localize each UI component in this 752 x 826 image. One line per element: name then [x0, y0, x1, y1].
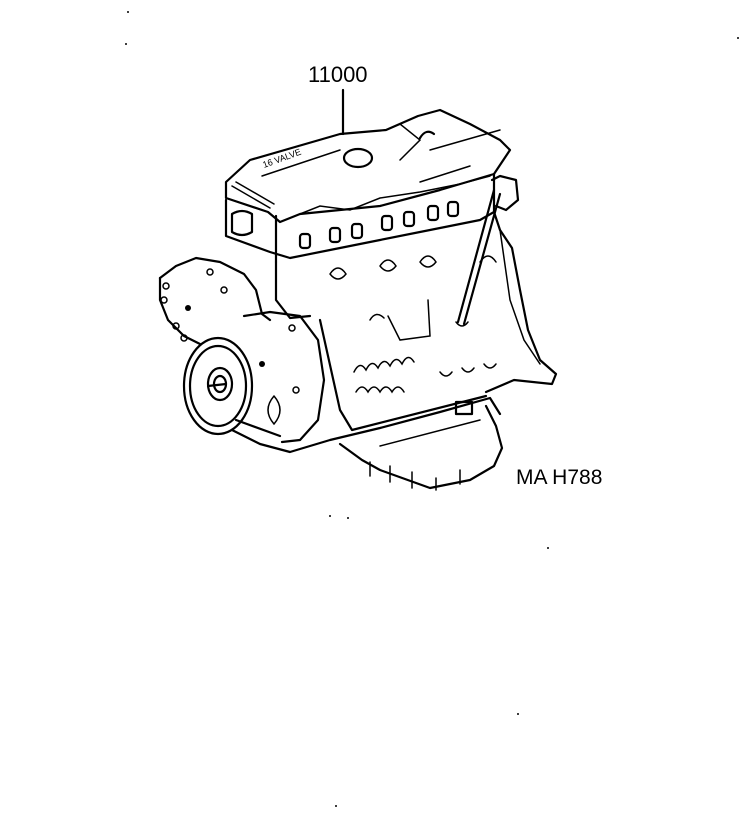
illustration-reference-code: MA H788 [516, 466, 603, 489]
part-number-callout: 11000 [308, 62, 368, 87]
engine-block [274, 210, 558, 432]
timing-cover [158, 256, 326, 444]
scan-specks [125, 11, 739, 807]
dipstick [455, 174, 520, 327]
oil-pan [230, 396, 504, 491]
crank-pulley [182, 336, 254, 436]
valve-cover: 16 VALVE [224, 108, 512, 224]
cylinder-head [224, 172, 496, 264]
